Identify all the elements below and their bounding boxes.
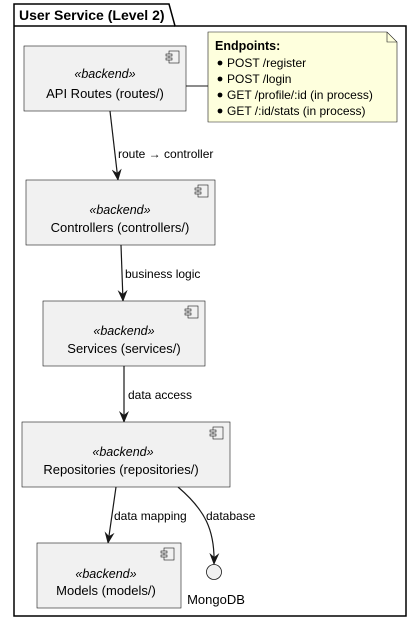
edge-label-data-access: data access (128, 388, 192, 402)
note-item: POST /register (227, 56, 306, 70)
component-controllers[interactable]: «backend» Controllers (controllers/) (25, 179, 216, 246)
component-icon (194, 184, 209, 198)
component-icon (209, 426, 224, 440)
interface-circle-icon (206, 564, 222, 580)
component-services[interactable]: «backend» Services (services/) (42, 300, 206, 367)
edges: route → controller business logic data a… (104, 85, 256, 565)
note-endpoints: Endpoints: POST /register POST /login GE… (207, 31, 398, 123)
edge-routes-controllers: route → controller (109, 110, 213, 181)
edge-label-business-logic: business logic (125, 267, 200, 281)
interface-mongodb[interactable]: MongoDB (187, 564, 245, 608)
bullet-icon (217, 60, 223, 66)
edge-controllers-services: business logic (117, 244, 200, 302)
edge-repositories-mongodb: database (177, 486, 256, 565)
edge-label-route-controller: route → controller (118, 147, 213, 161)
interface-label: MongoDB (187, 592, 245, 607)
component-stereotype: «backend» (93, 324, 154, 338)
note-fold-icon (386, 32, 397, 43)
edge-repositories-models: data mapping (104, 486, 187, 544)
component-icon (160, 547, 175, 561)
component-label: Repositories (repositories/) (43, 462, 198, 477)
component-label: Controllers (controllers/) (51, 220, 190, 235)
component-models[interactable]: «backend» Models (models/) (36, 542, 182, 609)
edge-label-data-mapping: data mapping (114, 509, 187, 523)
note-title: Endpoints: (215, 39, 280, 53)
component-icon (184, 305, 199, 319)
component-api-routes[interactable]: «backend» API Routes (routes/) (23, 45, 187, 112)
component-repositories[interactable]: «backend» Repositories (repositories/) (21, 421, 231, 488)
component-stereotype: «backend» (74, 67, 135, 81)
component-stereotype: «backend» (89, 203, 150, 217)
component-label: Services (services/) (67, 341, 180, 356)
bullet-icon (217, 108, 223, 114)
edge-label-database: database (206, 509, 256, 523)
edge-services-repositories: data access (119, 366, 192, 423)
note-item: GET /profile/:id (in process) (227, 88, 373, 102)
component-stereotype: «backend» (75, 567, 136, 581)
component-label: API Routes (routes/) (46, 86, 164, 101)
bullet-icon (217, 76, 223, 82)
note-item: GET /:id/stats (in process) (227, 104, 366, 118)
bullet-icon (217, 92, 223, 98)
package-title: User Service (Level 2) (19, 7, 165, 23)
note-item: POST /login (227, 72, 291, 86)
component-stereotype: «backend» (92, 445, 153, 459)
component-label: Models (models/) (56, 583, 156, 598)
component-icon (165, 50, 180, 64)
